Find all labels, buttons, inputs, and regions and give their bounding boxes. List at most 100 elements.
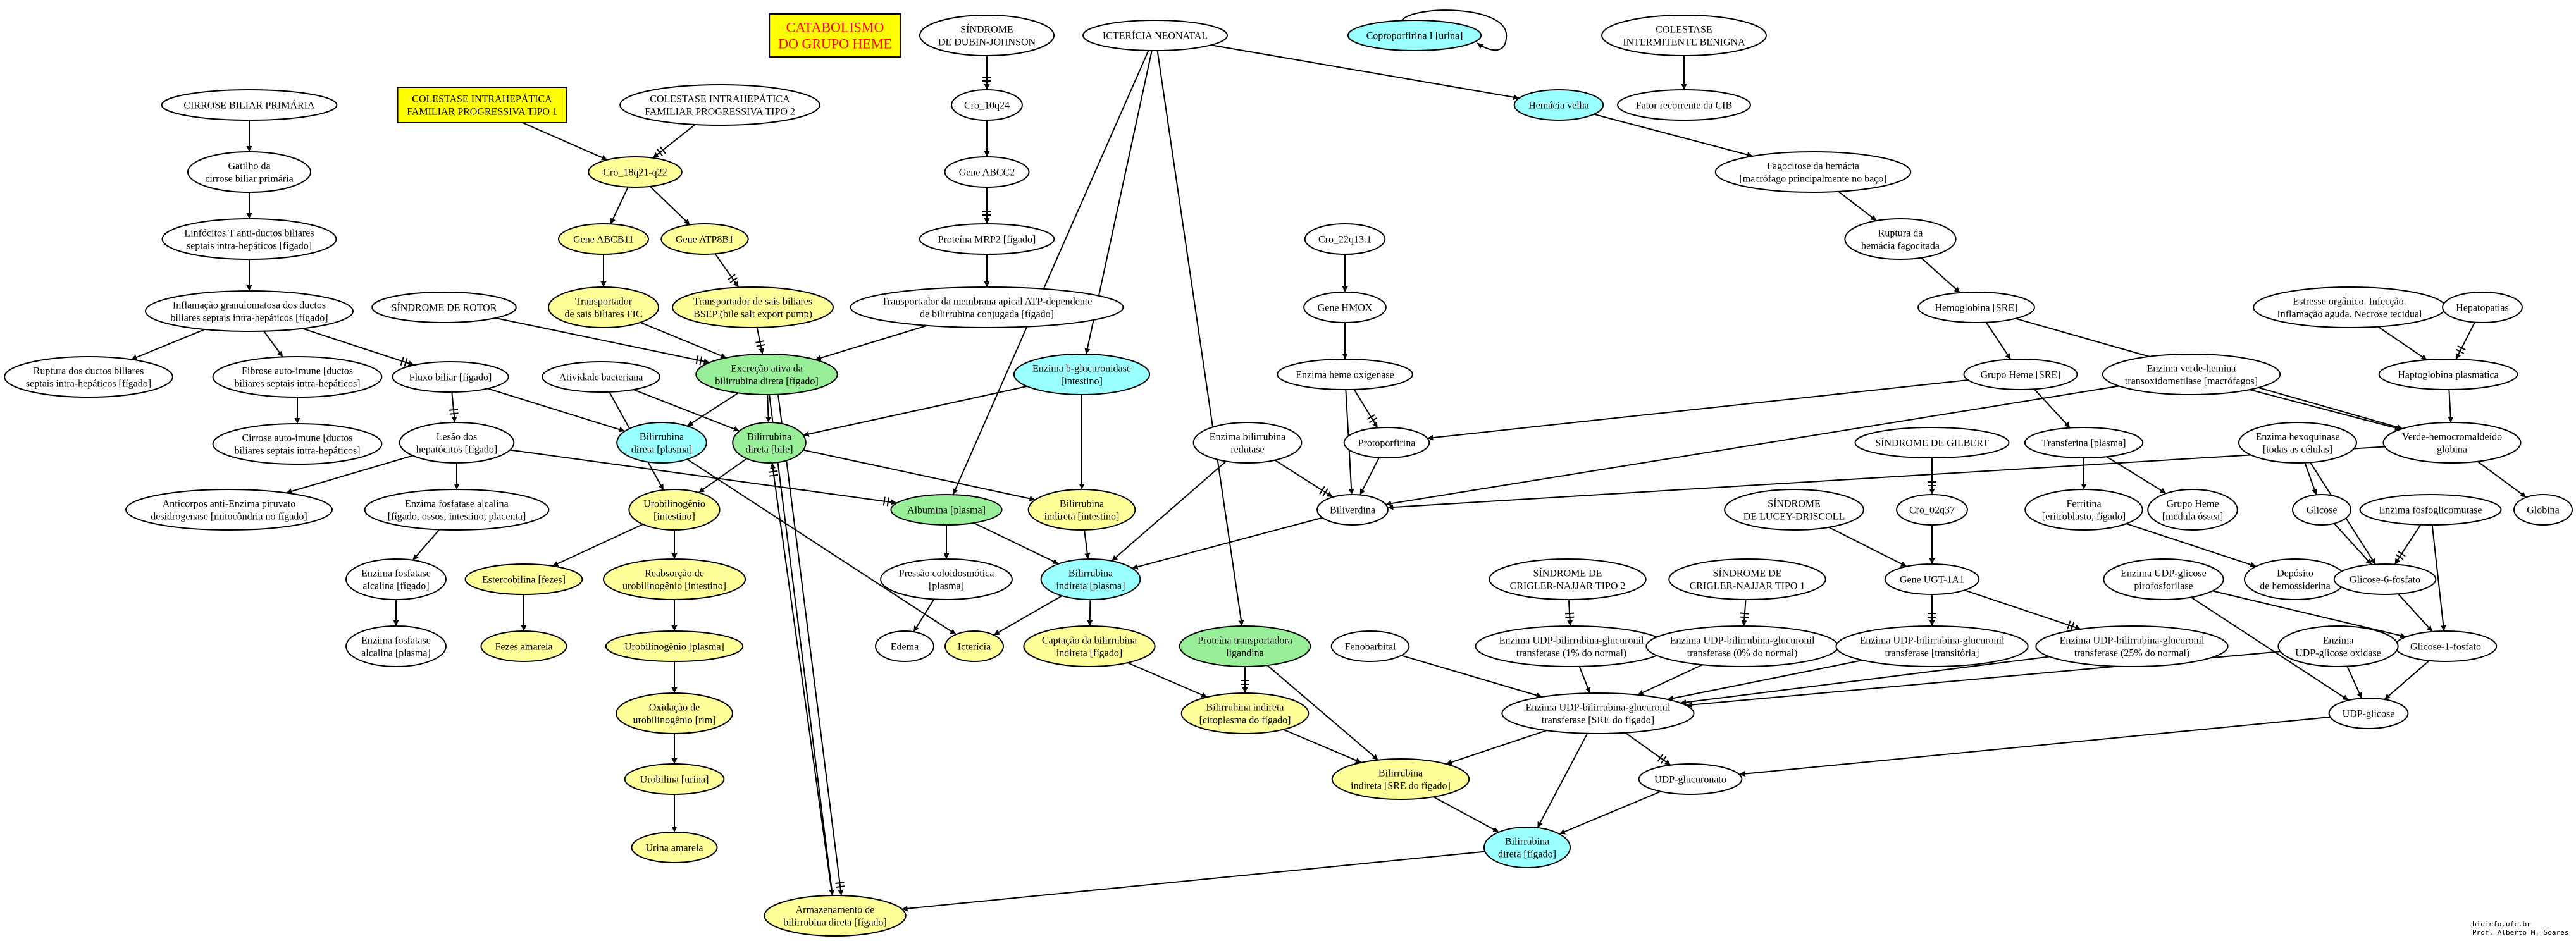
edge-urob_int-to-esterco (552, 524, 643, 567)
edge-bd_figado-to-armaz (901, 851, 1485, 912)
node-shape (1013, 354, 1151, 395)
node-shape (672, 286, 834, 328)
node-haptoglobina: Haptoglobina plasmática (2378, 359, 2518, 390)
node-label: Globina (2527, 505, 2560, 516)
node-abcb11: Gene ABCB11 (557, 223, 650, 255)
inhibition-mark (728, 274, 736, 280)
node-cbp: CIRROSE BILIAR PRIMÁRIA (161, 89, 338, 121)
node-label: Enzima UDP-bilirrubina-glucuronil (1670, 636, 1815, 646)
node-ugt-sre: Enzima UDP-bilirrubina-glucuroniltransfe… (1501, 692, 1695, 734)
node-label: Cirrose auto-imune [ductos (242, 433, 352, 444)
edge-bsep-to-excrecao (756, 327, 764, 355)
node-label: Enzima UDP-bilirrubina-glucuronil (1526, 703, 1671, 713)
node-b-gluc: Enzima b-glucuronidase [intestino] (1013, 354, 1151, 395)
node-label: Enzima b-glucuronidase (1032, 364, 1131, 374)
edge-bvr-to-biliverdina (1274, 459, 1334, 498)
node-shape (1483, 827, 1571, 868)
node-shape (732, 422, 807, 464)
node-label: Lesão dos (437, 432, 477, 443)
node-shape (602, 558, 746, 600)
node-shape (2277, 625, 2399, 667)
inhibition-mark (2070, 622, 2075, 631)
inhibition-mark (769, 474, 779, 477)
node-shape (605, 630, 744, 662)
node-shape (764, 895, 907, 937)
node-label: SÍNDROME DE GILBERT (1875, 437, 1989, 449)
node-ugt-0: Enzima UDP-bilirrubina-glucuronil transfe… (1645, 625, 1839, 667)
node-hepatopatias: Hepatopatias (2442, 292, 2523, 323)
edge-excrecao-to-armaz (769, 394, 835, 896)
node-label: Biliverdina (1330, 505, 1375, 516)
node-label: Transportador da membrana apical ATP-dep… (882, 297, 1093, 307)
node-label: [intestino] (1061, 376, 1103, 387)
node-label: Proteína transportadora (1198, 636, 1292, 646)
node-label: DE DUBIN-JOHNSON (938, 37, 1036, 48)
node-label: FAMILIAR PROGRESSIVA TIPO 2 (645, 107, 795, 118)
node-label: Bilirrubina indireta (1206, 703, 1284, 713)
node-label: [intestino] (653, 512, 695, 522)
node-fenobarbital: Fenobarbital (1330, 630, 1410, 662)
node-shape (624, 763, 725, 795)
node-label: Armazenamento de (796, 905, 875, 916)
node-urina: Urina amarela (631, 832, 718, 863)
node-pressao: Pressão coloidosmótica[plasma] (880, 558, 1013, 600)
node-shape (2359, 494, 2502, 526)
edge-coprop-to-coprop (1401, 9, 1508, 51)
node-fa-geral: Enzima fosfatase alcalina[fígado, ossos,… (364, 489, 550, 531)
edge-udp_glicose-to-udp_gluc (1739, 716, 2331, 777)
node-label: Enzima heme oxigenase (1296, 370, 1394, 381)
node-label: Cro_02q37 (1909, 505, 1955, 516)
credits-site: bioinfo.ufc.br (2472, 920, 2531, 928)
edge-hepatopatias-to-haptoglobina (2455, 322, 2475, 360)
node-label: SÍNDROME DE (1533, 567, 1602, 579)
node-label: urobilinogênio [intestino] (622, 581, 726, 592)
edge-inflam-to-ruptura_ductos (130, 328, 205, 360)
node-shape (1896, 494, 1968, 526)
node-label: urobilinogênio [rim] (633, 715, 715, 726)
node-hmox: Gene HMOX (1303, 292, 1387, 323)
edge-udp_pirofos-to-glic1p (2212, 590, 2406, 639)
node-label: direta [plasma] (631, 445, 692, 455)
node-shape (1316, 494, 1389, 526)
credits-author: Prof. Alberto M. Soares (2472, 928, 2569, 937)
edge-fosfoglicomutase-to-glic1p (2431, 524, 2446, 632)
node-label: Ruptura da (1878, 228, 1923, 239)
node-ferritina: Ferritina[eritroblasto, fígado] (2024, 489, 2143, 531)
node-label: Coproporfirina I [urina] (1366, 31, 1463, 42)
node-label: Pressão coloidosmótica (899, 569, 994, 579)
node-label: hepatócitos [fígado] (416, 445, 497, 455)
node-ugt-trans: Enzima UDP-bilirrubina-glucuroniltransfe… (1835, 625, 2029, 667)
edge-b_gluc-to-bd_bile (803, 385, 1027, 437)
node-shape (944, 630, 1004, 662)
edge-udp_gluc-to-bd_figado (1559, 790, 1661, 835)
node-label: transferase [transitória] (1885, 648, 1979, 659)
node-shape (345, 558, 447, 600)
node-shape (1475, 625, 1668, 667)
edge-ict_neo-to-albumina (952, 50, 1149, 495)
node-label: FAMILIAR PROGRESSIVA TIPO 1 (407, 107, 557, 118)
edge-ugt_trans-to-ugt_sre (1667, 660, 1863, 701)
node-label: Enzima UDP-glicose (2121, 569, 2207, 579)
node-shape (588, 156, 683, 188)
node-shape (769, 13, 901, 58)
node-shape (2292, 494, 2351, 526)
node-shape (2103, 558, 2224, 600)
node-label: Bilirrubina (747, 432, 791, 443)
node-label: transferase (0% do normal) (1687, 648, 1798, 659)
edge-inflam-to-fibrose (263, 331, 283, 358)
edge-rotor-to-excrecao (495, 317, 710, 364)
node-urobilina: Urobilina [urina] (624, 763, 725, 795)
node-label: redutase (1230, 445, 1264, 455)
node-glicose: Glicose (2292, 494, 2351, 526)
node-label: Inflamação aguda. Necrose tecidual (2277, 309, 2422, 320)
node-bi-cit: Bilirrubina indireta[citoplasma do fígad… (1180, 692, 1310, 734)
node-label: Urobilinogênio (643, 499, 705, 510)
node-label: Anticorpos anti-Enzima piruvato (163, 499, 296, 510)
node-shape (2442, 292, 2523, 323)
